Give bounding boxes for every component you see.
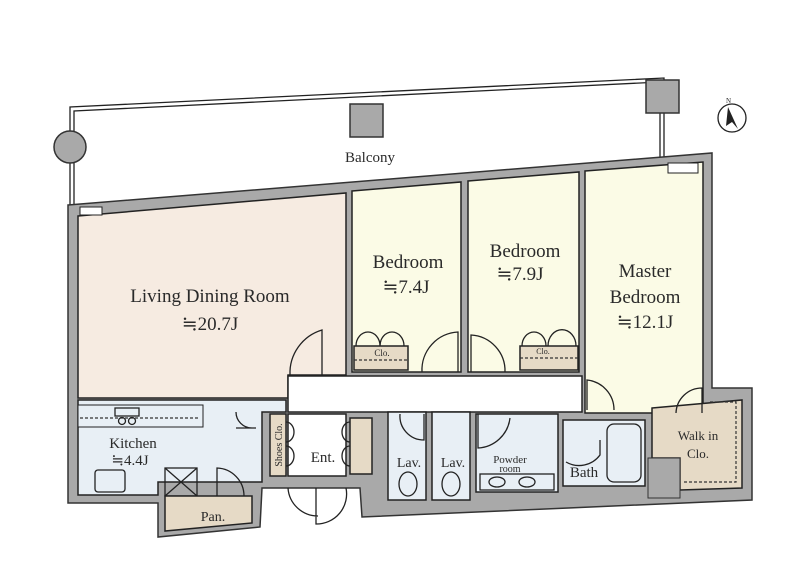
room-bath xyxy=(562,419,646,487)
powder-label-2: room xyxy=(499,464,520,475)
shoe-closet-label: Shoes Clo. xyxy=(274,423,285,466)
room-bedroom-2 xyxy=(467,171,580,373)
closet-1-label: Clo. xyxy=(374,348,389,358)
basin-icon xyxy=(518,476,536,488)
kitchen-label: Kitchen xyxy=(109,436,157,452)
entrance-label: Ent. xyxy=(311,450,336,466)
balcony: Balcony xyxy=(53,77,680,205)
closet-bedroom-2 xyxy=(519,345,579,371)
pantry-label: Pan. xyxy=(201,510,226,525)
closet-bedroom-1 xyxy=(353,345,409,371)
bathtub-icon xyxy=(606,423,642,483)
room-lav-1 xyxy=(387,411,427,501)
kitchen-size: ≒4.4J xyxy=(111,453,148,469)
room-pantry xyxy=(164,495,253,532)
closet-2-label: Clo. xyxy=(536,347,550,356)
room-lav-2 xyxy=(431,411,471,501)
lav-2-label: Lav. xyxy=(441,456,465,471)
window-ac xyxy=(667,162,699,174)
basin-icon xyxy=(488,476,506,488)
toilet-icon xyxy=(441,471,461,497)
master-label-1: Master xyxy=(619,261,672,282)
living-label: Living Dining Room xyxy=(130,286,290,307)
closet-entrance xyxy=(349,417,373,475)
column-round xyxy=(53,130,87,164)
window-ac xyxy=(79,206,103,216)
bedroom-2-size: ≒7.9J xyxy=(496,264,543,285)
compass-icon: N xyxy=(717,97,747,133)
walk-in-label-2: Clo. xyxy=(687,446,709,461)
room-bedroom-1 xyxy=(351,181,462,373)
room-living xyxy=(77,192,347,399)
svg-text:N: N xyxy=(726,97,731,105)
toilet-icon xyxy=(398,471,418,497)
room-powder xyxy=(475,413,559,493)
living-size: ≒20.7J xyxy=(182,314,239,335)
powder-label-1: Powder xyxy=(493,454,527,466)
master-label-2: Bedroom xyxy=(610,287,681,308)
column-square xyxy=(349,103,384,138)
balcony-label: Balcony xyxy=(345,150,395,166)
sink-icon xyxy=(94,469,126,493)
column-square xyxy=(645,79,680,114)
room-entrance xyxy=(287,413,347,477)
lav-1-label: Lav. xyxy=(397,456,421,471)
corridor xyxy=(287,375,583,413)
stove-icon xyxy=(114,407,140,426)
bedroom-1-size: ≒7.4J xyxy=(382,277,429,298)
master-size: ≒12.1J xyxy=(617,312,674,333)
bedroom-1-label: Bedroom xyxy=(373,252,444,273)
doors xyxy=(216,329,703,497)
entrance-door[interactable] xyxy=(287,487,348,525)
shoe-closet xyxy=(269,413,287,477)
bath-label: Bath xyxy=(570,465,599,481)
walk-in-label-1: Walk in xyxy=(678,428,719,443)
bedroom-2-label: Bedroom xyxy=(490,241,561,262)
kitchen-counter xyxy=(77,404,204,428)
